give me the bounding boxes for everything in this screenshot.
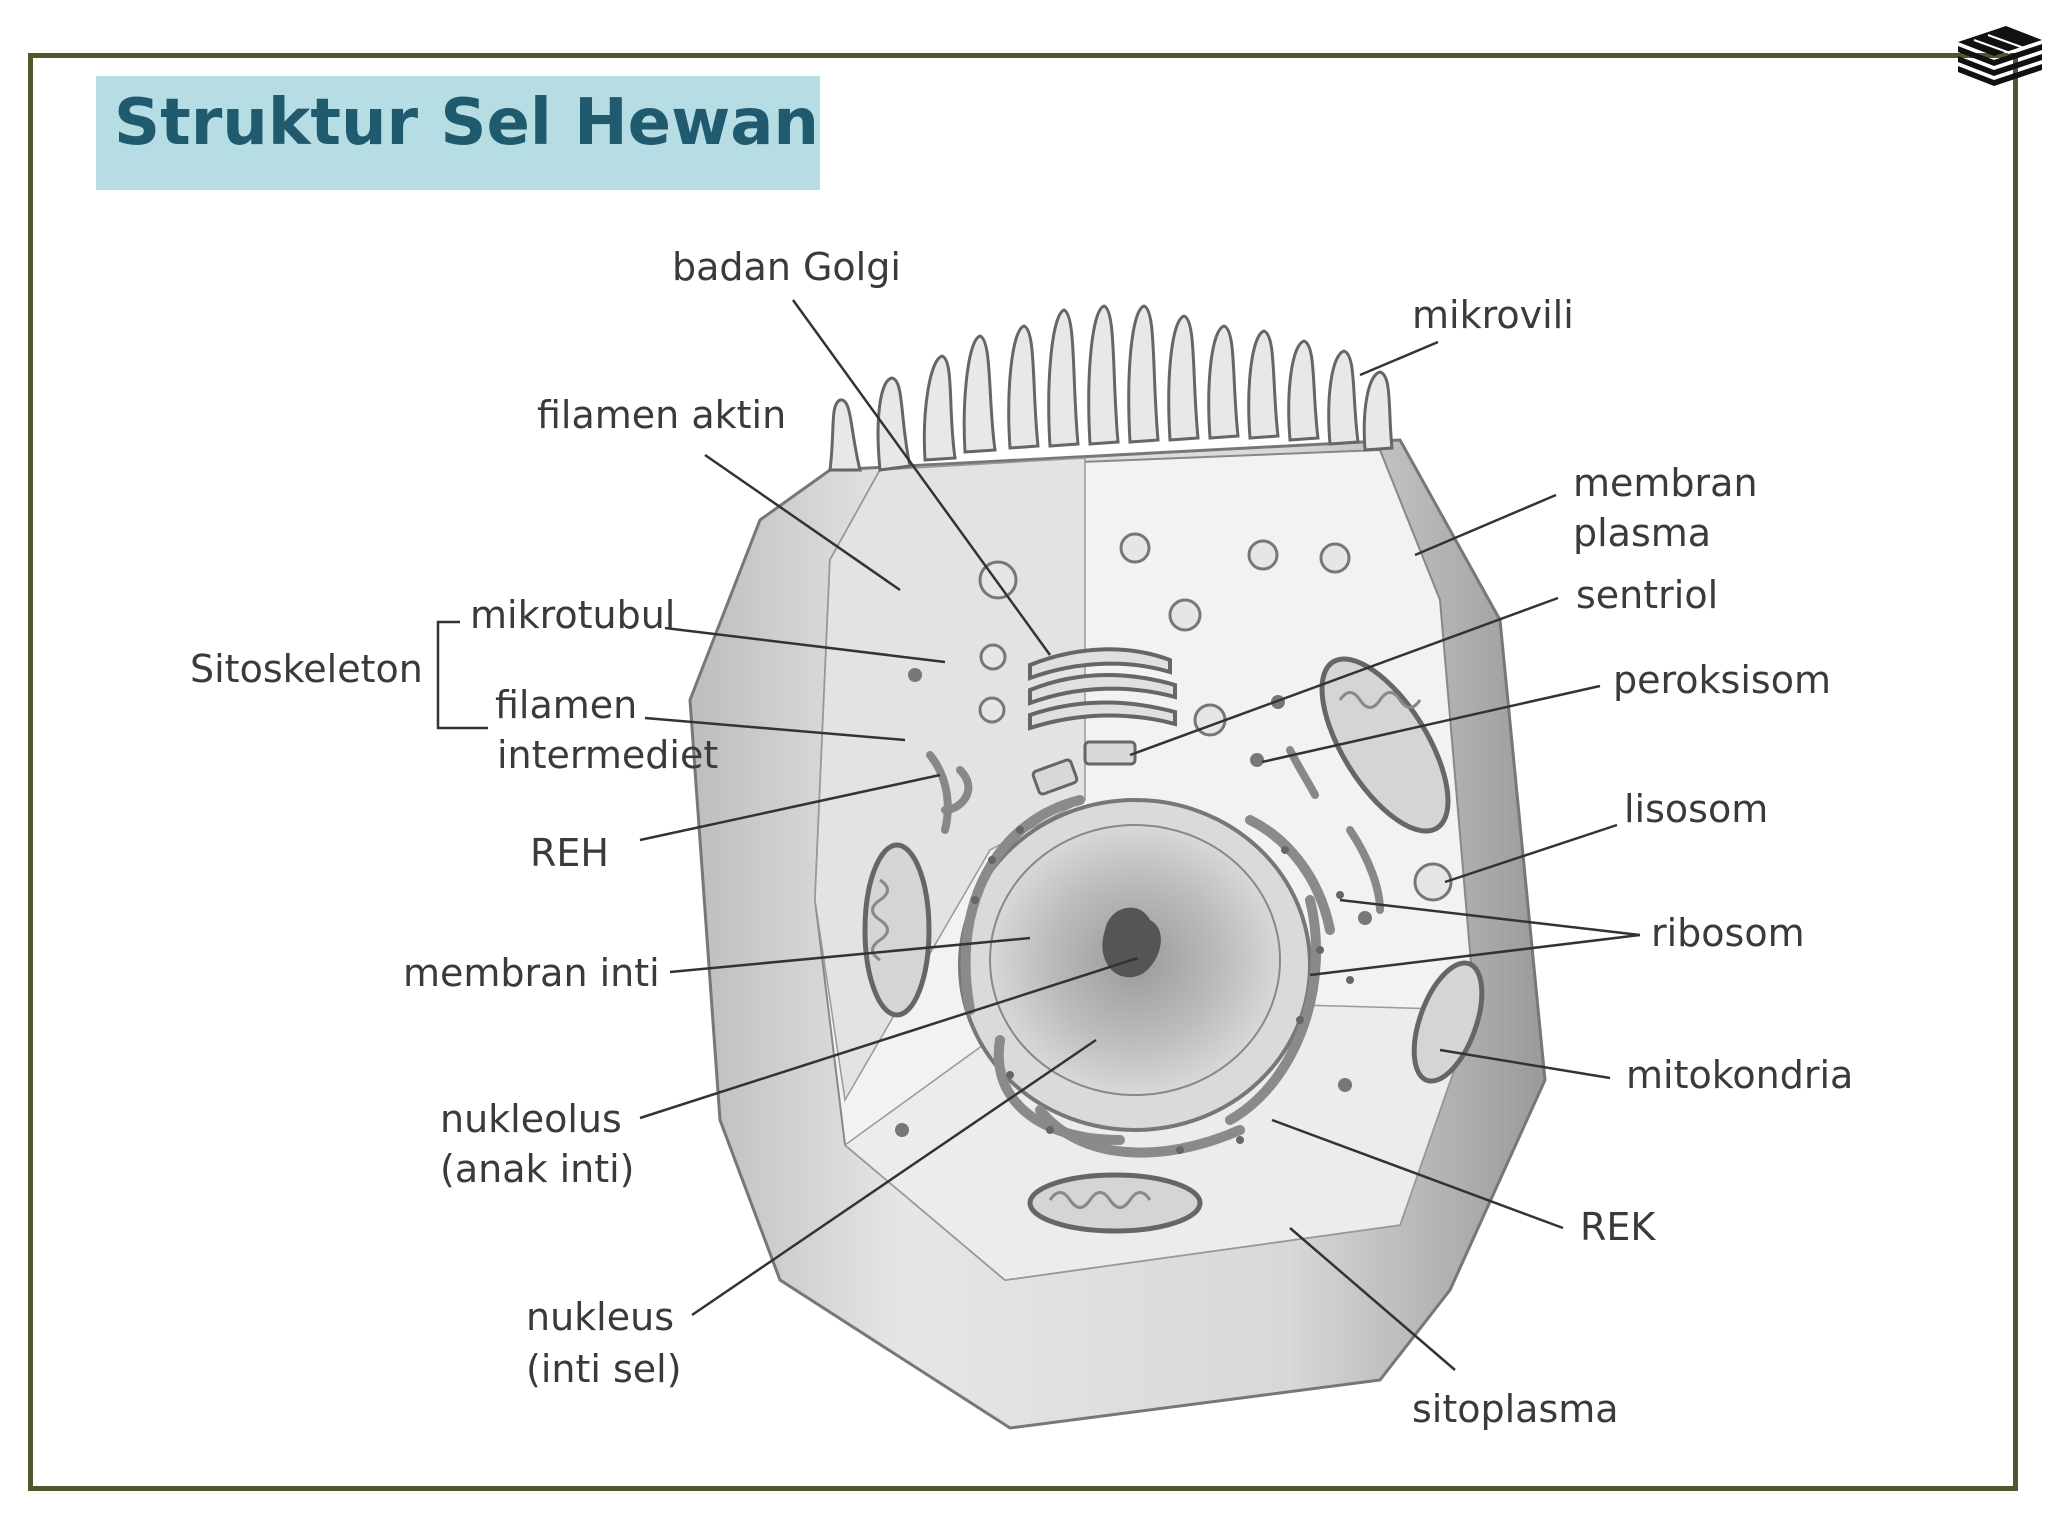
rough-er (960, 795, 1335, 1158)
mitochondria-cristae (871, 691, 1422, 1209)
label-peroksisom: peroksisom (1613, 658, 1831, 702)
label-lisosom: lisosom (1624, 787, 1768, 831)
label-nukleolus-2: (anak inti) (440, 1147, 635, 1191)
label-rek: REK (1580, 1205, 1656, 1249)
label-mikrovili: mikrovili (1412, 293, 1574, 337)
label-nukleus-1: nukleus (526, 1295, 674, 1339)
label-sitoskeleton: Sitoskeleton (190, 647, 423, 691)
slide-frame (28, 53, 2018, 1491)
stacked-books-icon (1958, 26, 2042, 86)
label-reh: REH (530, 831, 609, 875)
label-membran-plasma-2: plasma (1573, 511, 1711, 555)
label-nukleolus-1: nukleolus (440, 1097, 622, 1141)
slide-title: Struktur Sel Hewan (114, 86, 819, 160)
label-sentriol: sentriol (1576, 573, 1718, 617)
golgi-apparatus (1028, 647, 1177, 731)
small-granules (895, 668, 1372, 1137)
label-filamen-intermediet-2: intermediet (497, 733, 718, 777)
title-banner: Struktur Sel Hewan (96, 76, 820, 190)
mitochondria (862, 656, 1485, 1234)
label-mitokondria: mitokondria (1626, 1053, 1853, 1097)
label-filamen-aktin: filamen aktin (537, 393, 786, 437)
label-membran-inti: membran inti (403, 951, 660, 995)
microvilli (828, 304, 1394, 472)
vesicles (978, 532, 1453, 902)
label-nukleus-2: (inti sel) (526, 1347, 682, 1391)
label-mikrotubul: mikrotubul (470, 593, 675, 637)
label-membran-plasma-1: membran (1573, 461, 1758, 505)
label-ribosom: ribosom (1651, 911, 1805, 955)
smooth-er (926, 746, 1384, 914)
label-sitoplasma: sitoplasma (1412, 1387, 1619, 1431)
label-filamen-intermediet-1: filamen (495, 683, 637, 727)
nucleolus (1102, 907, 1161, 978)
ribosome-dots (971, 826, 1354, 1154)
leader-lines (436, 299, 1641, 1371)
label-badan-golgi: badan Golgi (672, 245, 901, 289)
